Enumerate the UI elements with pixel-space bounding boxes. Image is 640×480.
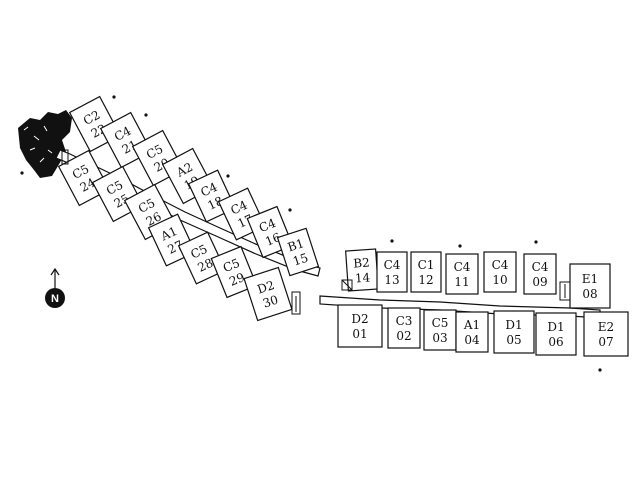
compass-north-label: N bbox=[51, 293, 59, 305]
unit-type-label: C5 bbox=[221, 256, 242, 275]
corridors bbox=[55, 149, 601, 319]
unit-number-label: 01 bbox=[352, 327, 367, 341]
unit-type-label: C3 bbox=[396, 314, 413, 328]
unit-number-label: 27 bbox=[165, 238, 185, 257]
unit-type-label: C5 bbox=[136, 196, 157, 216]
unit-type-label: C2 bbox=[81, 108, 102, 128]
unit-outline bbox=[523, 253, 557, 295]
unit-outline bbox=[423, 309, 457, 351]
unit-outline bbox=[376, 251, 408, 293]
unit-number-label: 13 bbox=[384, 273, 399, 287]
unit-type-label: A1 bbox=[158, 224, 180, 244]
unit-number-label: 03 bbox=[432, 331, 447, 345]
unit-number-label: 28 bbox=[195, 256, 215, 275]
compass-circle bbox=[45, 288, 65, 308]
unit-type-label: C4 bbox=[228, 198, 249, 218]
unit-number-label: 22 bbox=[89, 121, 109, 141]
unit-number-label: 14 bbox=[354, 270, 371, 285]
unit-type-label: D1 bbox=[505, 318, 522, 332]
stair-symbols bbox=[61, 149, 571, 315]
unit-type-label: C4 bbox=[454, 260, 471, 274]
unit-outline bbox=[455, 311, 489, 353]
unit-type-label: C4 bbox=[384, 258, 401, 272]
unit-number-label: 29 bbox=[227, 270, 246, 289]
unit-outline bbox=[243, 266, 293, 322]
unit-number-label: 05 bbox=[506, 333, 521, 347]
unit-type-label: E2 bbox=[598, 320, 614, 334]
unit-type-label: C1 bbox=[418, 258, 435, 272]
unit-number-label: 02 bbox=[396, 329, 411, 343]
unit-number-label: 30 bbox=[261, 293, 280, 311]
unit-number-label: 25 bbox=[112, 191, 132, 211]
unit-type-label: D1 bbox=[547, 320, 564, 334]
unit-number-label: 08 bbox=[582, 287, 597, 301]
unit-type-label: C5 bbox=[70, 162, 91, 182]
unit-outline bbox=[387, 307, 421, 349]
unit-number-label: 15 bbox=[291, 251, 310, 269]
unit-number-label: 06 bbox=[548, 335, 563, 349]
north-compass: N bbox=[45, 267, 65, 308]
unit-type-label: E1 bbox=[582, 272, 598, 286]
unit-number-label: 10 bbox=[492, 273, 507, 287]
unit-number-label: 11 bbox=[454, 275, 469, 289]
unit-outline bbox=[483, 251, 517, 293]
unit-type-label: C4 bbox=[532, 260, 549, 274]
unit-type-label: D2 bbox=[351, 312, 368, 326]
unit-outline bbox=[276, 227, 320, 277]
unit-outline bbox=[57, 149, 111, 207]
unit-type-label: C5 bbox=[188, 242, 209, 262]
units: C222C421C520A219C418C417C416B115B214C413… bbox=[57, 95, 629, 357]
unit-number-label: 21 bbox=[120, 137, 140, 157]
unit-type-label: A1 bbox=[463, 318, 480, 332]
unit-number-label: 16 bbox=[263, 230, 282, 249]
unit-outline bbox=[569, 263, 611, 309]
unit-outline bbox=[410, 251, 442, 293]
unit-type-label: C5 bbox=[432, 316, 449, 330]
unit-number-label: 07 bbox=[598, 335, 613, 349]
stair-core-block bbox=[18, 110, 72, 178]
unit-outline bbox=[210, 245, 258, 299]
unit-type-label: C5 bbox=[104, 178, 125, 198]
unit-number-label: 09 bbox=[532, 275, 547, 289]
unit-number-label: 24 bbox=[78, 175, 98, 195]
unit-outline bbox=[493, 310, 535, 354]
unit-number-label: 12 bbox=[418, 273, 433, 287]
unit-type-label: C5 bbox=[144, 142, 165, 162]
unit-number-label: 18 bbox=[205, 194, 225, 213]
unit-type-label: B1 bbox=[286, 236, 306, 254]
unit-outline bbox=[177, 231, 227, 285]
unit-type-label: C4 bbox=[257, 216, 278, 235]
unit-outline bbox=[445, 253, 479, 295]
unit-outline bbox=[583, 311, 629, 357]
exterior-markers bbox=[20, 95, 602, 372]
unit-type-label: D2 bbox=[255, 278, 276, 297]
unit-outline bbox=[535, 312, 577, 356]
unit-number-label: 04 bbox=[464, 333, 480, 347]
unit-type-label: C4 bbox=[198, 180, 219, 200]
unit-type-label: C4 bbox=[492, 258, 509, 272]
unit-type-label: B2 bbox=[353, 255, 370, 270]
unit-outline bbox=[337, 304, 383, 348]
